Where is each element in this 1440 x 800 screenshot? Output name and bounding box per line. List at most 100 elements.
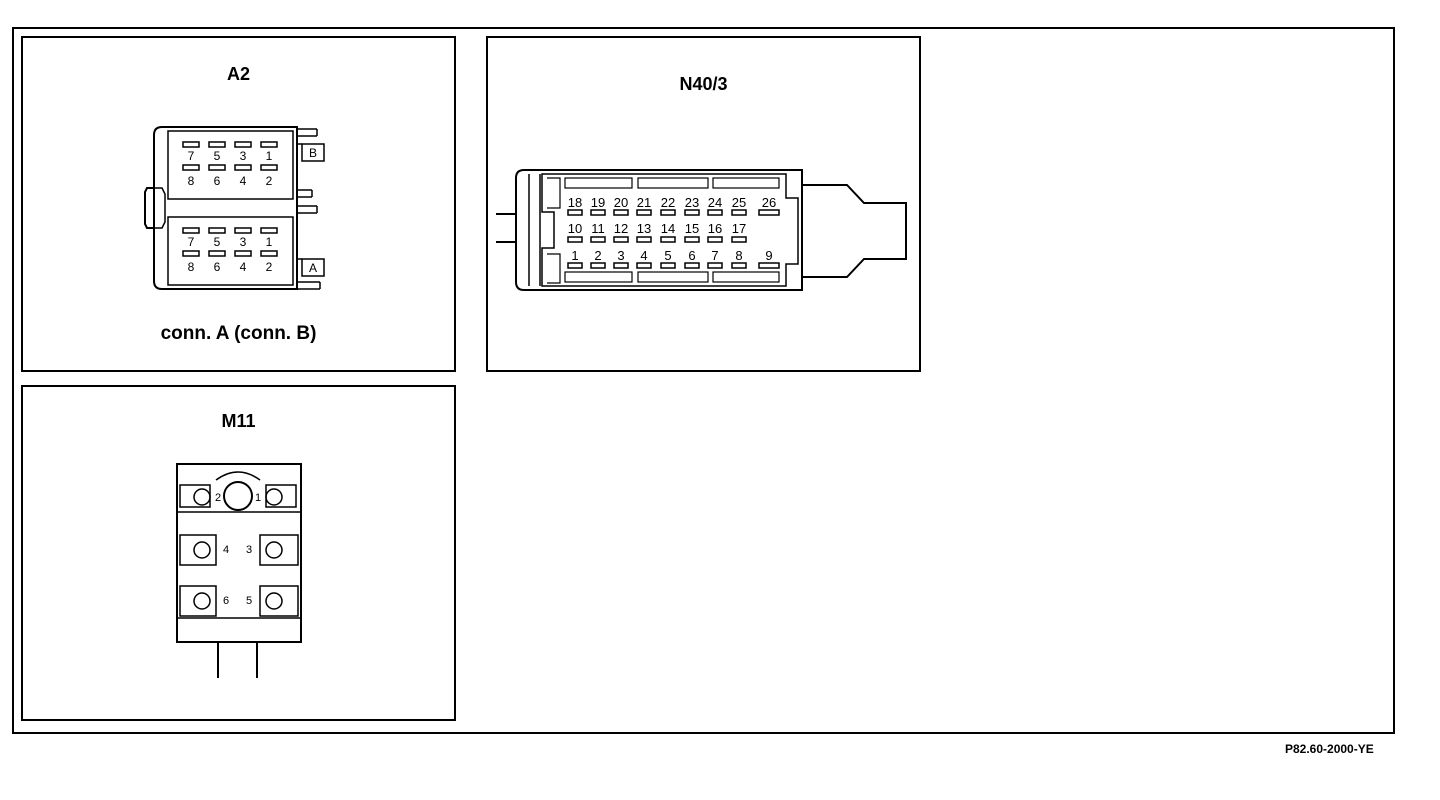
n40-pin-label: 17 <box>732 221 746 236</box>
a2-pin-label: 7 <box>188 235 195 249</box>
n40-pin-slot <box>731 209 747 216</box>
n40-pin-slot <box>707 236 723 243</box>
n40-pin-slot <box>567 209 583 216</box>
n40-pin-label: 26 <box>762 195 776 210</box>
panel-m11-title: M11 <box>221 411 256 431</box>
n40-pin-label: 12 <box>614 221 628 236</box>
a2-pin-slot <box>234 250 252 257</box>
n40-pin-slot <box>731 262 747 269</box>
a2-pin-slot <box>234 227 252 234</box>
a2-pin-slot <box>208 250 226 257</box>
m11-pin-circle <box>265 592 283 610</box>
a2-pin-slot <box>208 227 226 234</box>
n40-pin-slot <box>636 236 652 243</box>
n40-pin-slot <box>590 209 606 216</box>
a2-pin-slot <box>182 141 200 148</box>
a2-pin-label: 1 <box>266 235 273 249</box>
a2-pin-slot <box>234 164 252 171</box>
m11-pin-label: 2 <box>215 492 221 504</box>
n40-pin-slot <box>567 236 583 243</box>
n40-pin-label: 18 <box>568 195 582 210</box>
diagram-frame <box>12 27 1395 734</box>
m11-pin-label: 1 <box>255 492 261 504</box>
n40-pin-label: 1 <box>571 248 578 263</box>
n40-pin-label: 6 <box>688 248 695 263</box>
a2-pin-label: 8 <box>188 260 195 274</box>
a2-side-label-a: A <box>309 261 317 275</box>
n40-pin-label: 23 <box>685 195 699 210</box>
a2-pin-label: 3 <box>240 149 247 163</box>
panel-a2-title: A2 <box>226 64 250 84</box>
n40-pin-label: 24 <box>708 195 722 210</box>
n40-pin-label: 8 <box>735 248 742 263</box>
m11-pin-circle <box>193 541 211 559</box>
a2-pin-slot <box>260 227 278 234</box>
n40-pin-slot <box>684 262 700 269</box>
a2-pin-slot <box>182 227 200 234</box>
n40-pin-label: 25 <box>732 195 746 210</box>
panel-n40-3-title: N40/3 <box>679 74 728 94</box>
a2-pin-label: 1 <box>266 149 273 163</box>
a2-pin-slot <box>208 164 226 171</box>
reference-code: P82.60-2000-YE <box>1285 742 1374 756</box>
panel-a2-caption: conn. A (conn. B) <box>160 323 317 344</box>
m11-pin-label: 6 <box>223 595 229 607</box>
a2-pin-label: 6 <box>214 260 221 274</box>
n40-pin-slot <box>636 209 652 216</box>
n40-pin-label: 14 <box>661 221 675 236</box>
a2-pin-label: 5 <box>214 149 221 163</box>
n40-pin-label: 11 <box>591 221 605 236</box>
m11-pin-housing <box>259 585 299 617</box>
a2-pin-slot <box>182 250 200 257</box>
a2-pin-label: 2 <box>266 174 273 188</box>
n40-pin-slot <box>758 209 780 216</box>
n40-pin-slot <box>660 209 676 216</box>
a2-pin-label: 6 <box>214 174 221 188</box>
n40-pin-label: 21 <box>637 195 651 210</box>
n40-pin-label: 15 <box>685 221 699 236</box>
a2-pin-slot <box>260 164 278 171</box>
a2-pin-slot <box>234 141 252 148</box>
n40-pin-slot <box>707 262 723 269</box>
m11-pin-circle <box>193 592 211 610</box>
n40-pin-slot <box>590 262 606 269</box>
n40-pin-label: 20 <box>614 195 628 210</box>
m11-pin-label: 3 <box>246 544 252 556</box>
a2-pin-label: 4 <box>240 174 247 188</box>
m11-pin-housing <box>259 534 299 566</box>
n40-pin-label: 19 <box>591 195 605 210</box>
a2-pin-slot <box>208 141 226 148</box>
a2-side-label-b: B <box>309 146 317 160</box>
n40-pin-label: 16 <box>708 221 722 236</box>
n40-pin-label: 22 <box>661 195 675 210</box>
a2-pin-label: 3 <box>240 235 247 249</box>
n40-pin-slot <box>613 209 629 216</box>
n40-pin-slot <box>707 209 723 216</box>
n40-pin-slot <box>567 262 583 269</box>
a2-pin-slot <box>260 141 278 148</box>
n40-pin-slot <box>613 262 629 269</box>
n40-pin-slot <box>636 262 652 269</box>
a2-pin-label: 8 <box>188 174 195 188</box>
a2-pin-label: 2 <box>266 260 273 274</box>
m11-pin-circle <box>193 488 211 506</box>
n40-pin-slot <box>758 262 780 269</box>
m11-pin-label: 4 <box>223 544 229 556</box>
n40-pin-slot <box>660 236 676 243</box>
n40-pin-slot <box>590 236 606 243</box>
m11-pin-circle <box>265 488 283 506</box>
n40-pin-label: 9 <box>765 248 772 263</box>
m11-pin-housing <box>179 534 217 566</box>
n40-pin-slot <box>684 209 700 216</box>
n40-pin-label: 7 <box>711 248 718 263</box>
n40-pin-slot <box>613 236 629 243</box>
a2-pin-label: 7 <box>188 149 195 163</box>
n40-pin-label: 4 <box>640 248 647 263</box>
a2-pin-slot <box>260 250 278 257</box>
